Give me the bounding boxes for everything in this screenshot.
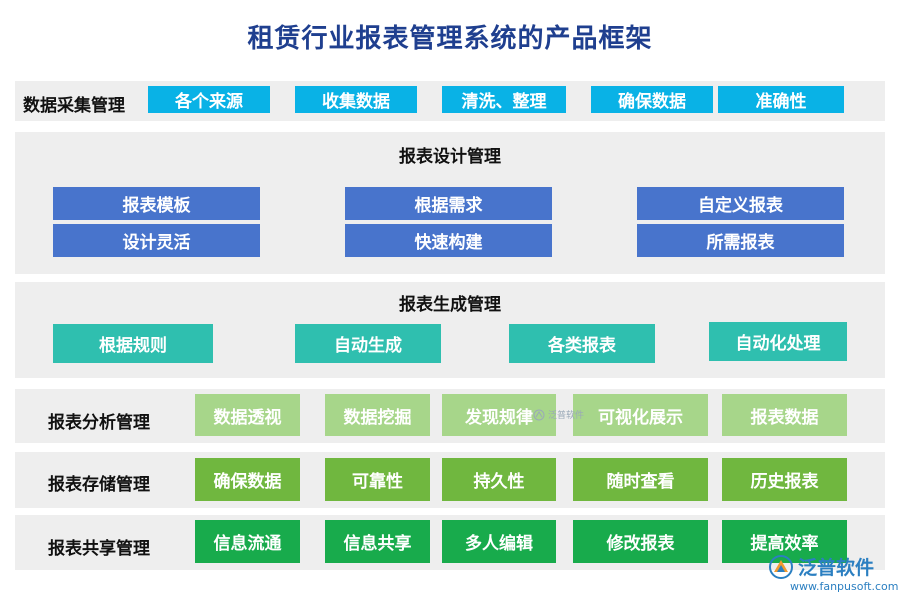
- collect-item: 确保数据: [591, 86, 713, 113]
- generate-item: 自动化处理: [709, 322, 847, 361]
- generate-item: 各类报表: [509, 324, 655, 363]
- brand-name: 泛普软件: [798, 557, 875, 579]
- share-item: 修改报表: [573, 520, 708, 563]
- storage-item: 历史报表: [722, 458, 847, 501]
- storage-panel: 报表存储管理 确保数据 可靠性 持久性 随时查看 历史报表: [15, 452, 885, 508]
- collect-label: 数据采集管理: [23, 96, 125, 116]
- share-item: 信息共享: [325, 520, 430, 563]
- storage-item: 随时查看: [573, 458, 708, 501]
- generate-panel: 报表生成管理 根据规则 自动生成 各类报表 自动化处理: [15, 282, 885, 378]
- storage-item: 持久性: [442, 458, 556, 501]
- share-item: 信息流通: [195, 520, 300, 563]
- collect-item: 收集数据: [295, 86, 417, 113]
- design-item-line: 所需报表: [637, 224, 844, 257]
- design-item: 自定义报表 所需报表: [637, 187, 844, 257]
- storage-item: 确保数据: [195, 458, 300, 501]
- design-panel: 报表设计管理 报表模板 设计灵活 根据需求 快速构建 自定义报表 所需报表: [15, 132, 885, 274]
- collect-panel: 数据采集管理 各个来源 收集数据 清洗、整理 确保数据 准确性: [15, 81, 885, 121]
- analysis-item: 可视化展示: [573, 394, 708, 436]
- analysis-panel: 报表分析管理 数据透视 数据挖掘 发现规律 可视化展示 报表数据: [15, 389, 885, 443]
- collect-item: 各个来源: [148, 86, 270, 113]
- generate-item: 根据规则: [53, 324, 213, 363]
- analysis-item: 数据透视: [195, 394, 300, 436]
- share-panel: 报表共享管理 信息流通 信息共享 多人编辑 修改报表 提高效率: [15, 515, 885, 570]
- fanpu-logo-icon: [533, 409, 545, 420]
- analysis-item: 数据挖掘: [325, 394, 430, 436]
- fanpu-logo-icon: [769, 554, 793, 579]
- design-item: 报表模板 设计灵活: [53, 187, 260, 257]
- design-item-line: 快速构建: [345, 224, 552, 257]
- design-item-line: 根据需求: [345, 187, 552, 220]
- share-item: 多人编辑: [442, 520, 556, 563]
- design-item-line: 设计灵活: [53, 224, 260, 257]
- design-item-line: 自定义报表: [637, 187, 844, 220]
- generate-heading: 报表生成管理: [399, 295, 501, 315]
- storage-item: 可靠性: [325, 458, 430, 501]
- collect-item: 清洗、整理: [442, 86, 566, 113]
- collect-item: 准确性: [718, 86, 844, 113]
- design-heading: 报表设计管理: [399, 147, 501, 167]
- design-item: 根据需求 快速构建: [345, 187, 552, 257]
- watermark: 泛普软件: [533, 408, 584, 421]
- share-label: 报表共享管理: [48, 539, 150, 559]
- page-title: 租赁行业报表管理系统的产品框架: [247, 24, 653, 54]
- storage-label: 报表存储管理: [48, 475, 150, 495]
- analysis-label: 报表分析管理: [48, 413, 150, 433]
- analysis-item: 报表数据: [722, 394, 847, 436]
- design-item-line: 报表模板: [53, 187, 260, 220]
- watermark-text: 泛普软件: [548, 411, 585, 421]
- generate-item: 自动生成: [295, 324, 441, 363]
- brand-logo: 泛普软件: [768, 553, 874, 580]
- brand-url: www.fanpusoft.com: [790, 580, 899, 593]
